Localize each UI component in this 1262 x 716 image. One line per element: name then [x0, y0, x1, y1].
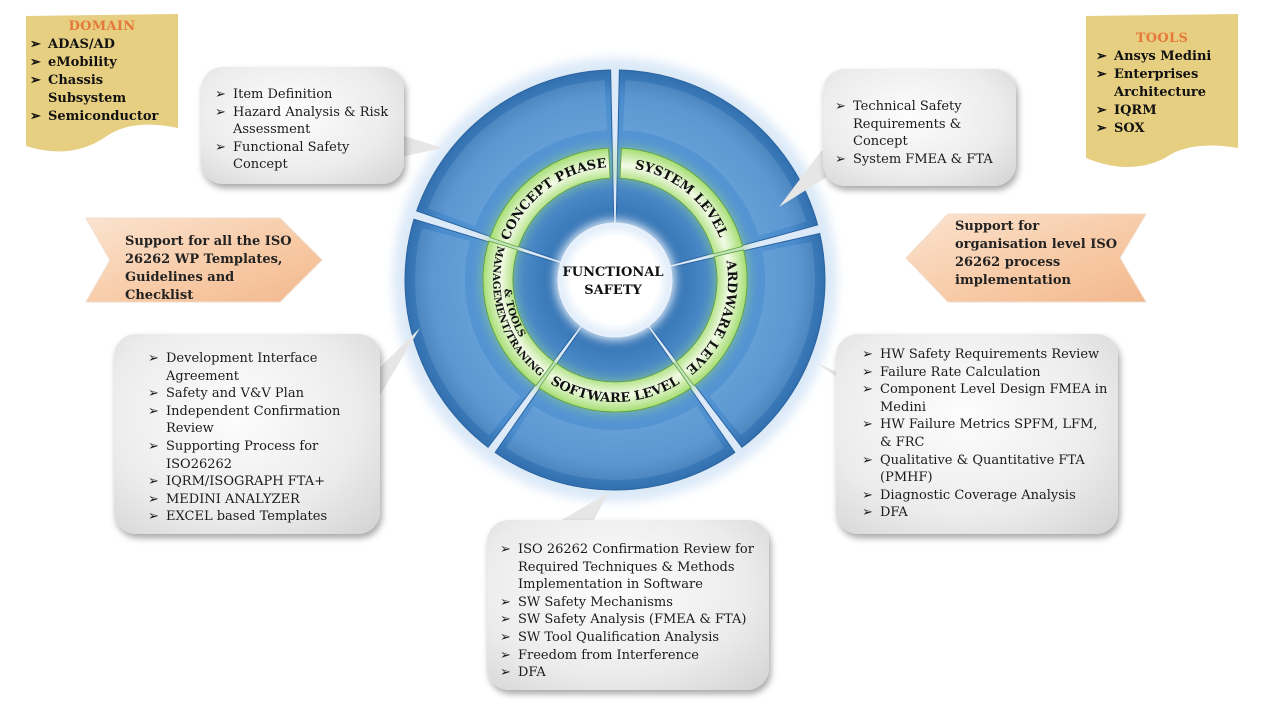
callout-item: ➢Qualitative & Quantitative FTA (PMHF): [862, 452, 1085, 486]
callout-item: ➢SW Tool Qualification Analysis: [500, 629, 720, 645]
tools-item: ➢IQRM: [1096, 103, 1157, 118]
callout-hardware: ➢HW Safety Requirements Review ➢Failure …: [836, 334, 1118, 534]
bullet-arrow-icon: ➢: [1096, 103, 1107, 118]
bullet-arrow-icon: ➢: [500, 647, 511, 663]
bullet-arrow-icon: ➢: [862, 487, 873, 503]
bullet-arrow-icon: ➢: [30, 55, 41, 70]
callout-item: ➢Development Interface Agreement: [148, 351, 318, 384]
wheel-segment-highlight: [415, 228, 521, 436]
callout-item: ➢HW Failure Metrics SPFM, LFM, & FRC: [862, 417, 1098, 450]
bullet-arrow-icon: ➢: [835, 99, 846, 114]
callout-item: ➢Supporting Process for ISO26262: [148, 438, 319, 472]
banner-left-text: Support for all the ISO 26262 WP Templat…: [125, 234, 292, 303]
bullet-arrow-icon: ➢: [148, 386, 159, 402]
domain-item: ➢ADAS/AD: [30, 37, 115, 52]
callout-item: ➢Failure Rate Calculation: [862, 364, 1041, 380]
banner-left-shape: [85, 217, 323, 303]
center-label-line2: SAFETY: [584, 283, 642, 298]
tools-note-shape: [1086, 14, 1238, 167]
bullet-arrow-icon: ➢: [1096, 121, 1107, 136]
center-circle: [560, 225, 670, 335]
callout-item: ➢MEDINI ANALYZER: [148, 491, 300, 507]
bullet-arrow-icon: ➢: [835, 151, 846, 167]
domain-item: ➢Chassis Subsystem: [30, 73, 127, 106]
callout-item: ➢Technical Safety Requirements & Concept: [835, 99, 962, 150]
phase-ring-software: [538, 362, 692, 413]
callout-item: ➢Freedom from Interference: [500, 647, 699, 663]
bullet-arrow-icon: ➢: [148, 351, 159, 366]
phase-ring-hardware: [675, 249, 748, 387]
bullet-arrow-icon: ➢: [215, 139, 226, 155]
callout-item: ➢Item Definition: [215, 87, 333, 102]
bullet-arrow-icon: ➢: [1096, 49, 1107, 64]
bullet-arrow-icon: ➢: [30, 37, 41, 52]
callout-concept: ➢Item Definition ➢Hazard Analysis & Risk…: [201, 67, 404, 184]
callout-item: ➢ISO 26262 Confirmation Review for Requi…: [500, 542, 754, 593]
bullet-arrow-icon: ➢: [500, 612, 511, 628]
bullet-arrow-icon: ➢: [500, 629, 511, 645]
callout-item: ➢System FMEA & FTA: [835, 151, 993, 167]
tools-item: ➢Enterprises Architecture: [1096, 67, 1207, 100]
callout-item: ➢DFA: [500, 665, 546, 681]
center-label-line1: FUNCTIONAL: [563, 265, 664, 280]
domain-item: ➢eMobility: [30, 55, 117, 70]
callout-item: ➢EXCEL based Templates: [148, 509, 328, 525]
wheel-segment-highlight: [622, 80, 807, 237]
bullet-arrow-icon: ➢: [862, 347, 873, 362]
callout-item: ➢Functional Safety Concept: [215, 139, 350, 173]
bullet-arrow-icon: ➢: [30, 109, 41, 124]
bullet-arrow-icon: ➢: [862, 417, 873, 433]
bullet-arrow-icon: ➢: [862, 382, 873, 398]
bullet-arrow-icon: ➢: [500, 594, 511, 610]
bullet-arrow-icon: ➢: [148, 474, 159, 490]
wheel-segment-highlight: [506, 405, 724, 480]
callout-item: ➢SW Safety Analysis (FMEA & FTA): [500, 612, 747, 628]
bullet-arrow-icon: ➢: [148, 509, 159, 525]
callout-management: ➢Development Interface Agreement ➢Safety…: [114, 334, 380, 534]
domain-note-title: DOMAIN: [68, 19, 136, 34]
bullet-arrow-icon: ➢: [148, 491, 159, 507]
domain-item: ➢Semiconductor: [30, 109, 159, 124]
phase-ring-system: [619, 147, 744, 255]
bullet-arrow-icon: ➢: [148, 438, 159, 454]
tail-software: [548, 493, 608, 528]
domain-note-shape: [26, 14, 178, 152]
tools-item: ➢SOX: [1096, 121, 1145, 136]
bullet-arrow-icon: ➢: [30, 73, 41, 88]
tail-concept: [392, 132, 442, 158]
tools-item: ➢Ansys Medini: [1096, 49, 1212, 64]
bullet-arrow-icon: ➢: [862, 505, 873, 521]
bullet-arrow-icon: ➢: [862, 452, 873, 468]
banner-right-shape: [905, 213, 1147, 303]
callout-item: ➢Component Level Design FMEA in Medini: [862, 382, 1108, 415]
banner-right-text: Support for organisation level ISO 26262…: [955, 219, 1118, 288]
bullet-arrow-icon: ➢: [500, 665, 511, 681]
callout-item: ➢Diagnostic Coverage Analysis: [862, 487, 1076, 503]
callout-item: ➢SW Safety Mechanisms: [500, 594, 673, 610]
bullet-arrow-icon: ➢: [862, 364, 873, 380]
callout-item: ➢IQRM/ISOGRAPH FTA+: [148, 474, 326, 490]
callout-item: ➢Independent Confirmation Review: [148, 403, 341, 437]
wheel-segment-highlight: [428, 80, 608, 227]
domain-note: DOMAIN ➢ADAS/AD ➢eMobility ➢Chassis Subs…: [26, 16, 178, 134]
callout-software: ➢ISO 26262 Confirmation Review for Requi…: [487, 520, 769, 690]
wheel-segment-highlight: [709, 241, 815, 436]
tools-note: TOOLS ➢Ansys Medini ➢Enterprises Archite…: [1086, 30, 1238, 148]
callout-item: ➢Safety and V&V Plan: [148, 386, 304, 402]
bullet-arrow-icon: ➢: [500, 542, 511, 557]
callout-item: ➢DFA: [862, 505, 908, 521]
callout-system: ➢Technical Safety Requirements & Concept…: [823, 69, 1016, 186]
tail-management: [370, 328, 420, 395]
phase-ring-concept: [489, 147, 611, 248]
bullet-arrow-icon: ➢: [215, 104, 226, 120]
bullet-arrow-icon: ➢: [148, 403, 159, 419]
bullet-arrow-icon: ➢: [1096, 67, 1107, 82]
callout-item: ➢HW Safety Requirements Review: [862, 347, 1100, 362]
phase-ring-management: [482, 240, 555, 387]
tools-note-title: TOOLS: [1135, 31, 1189, 46]
bullet-arrow-icon: ➢: [215, 87, 226, 102]
callout-item: ➢Hazard Analysis & Risk Assessment: [215, 104, 389, 138]
